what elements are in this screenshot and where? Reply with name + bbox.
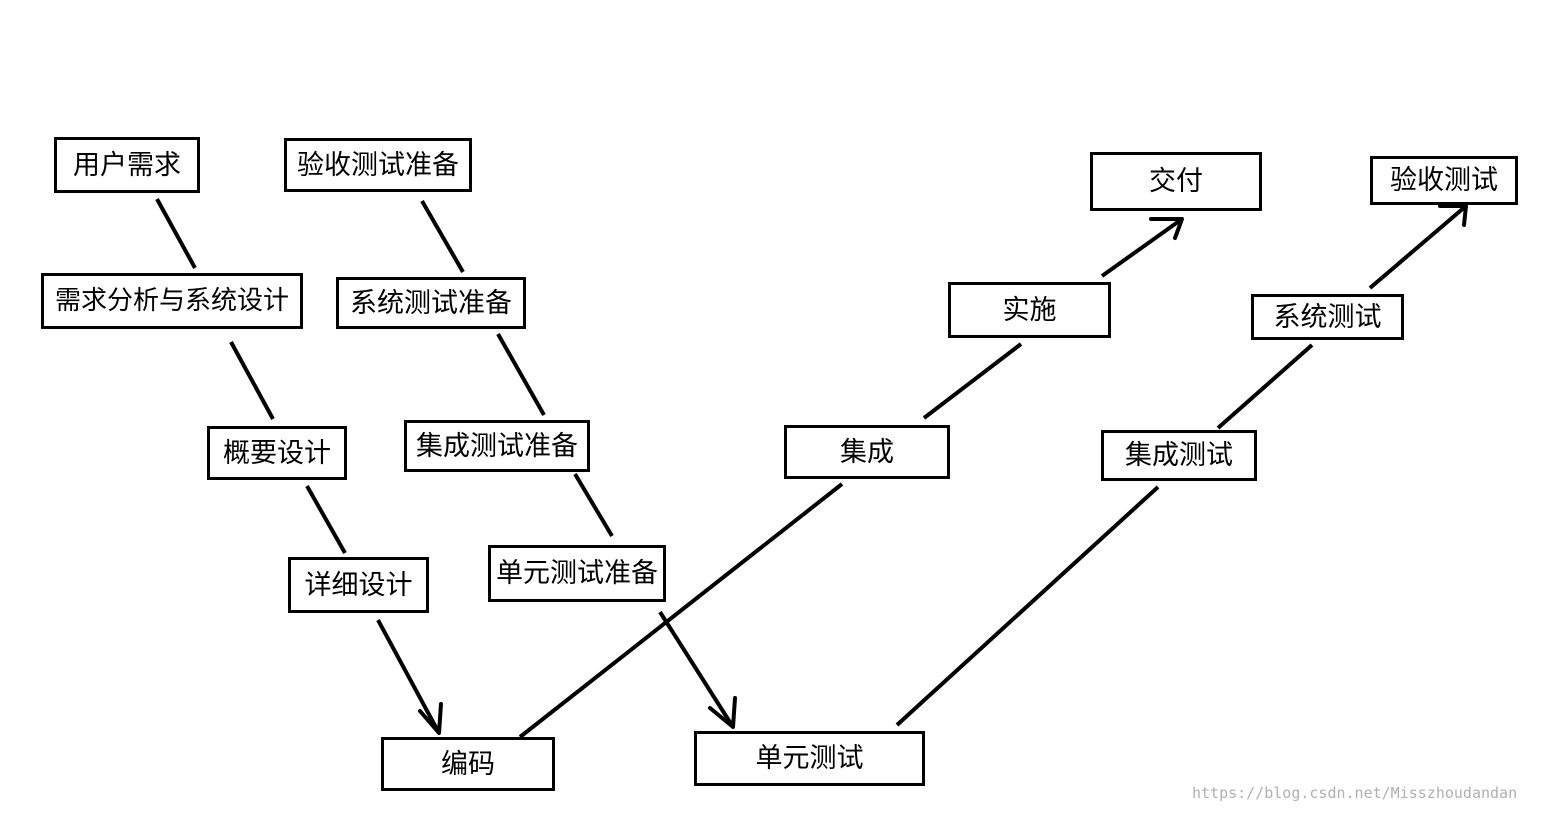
connector-int-test-to-sys-test [1216, 343, 1314, 430]
box-coding: 编码 [381, 737, 555, 791]
box-label: 验收测试 [1390, 165, 1498, 196]
box-label: 用户需求 [73, 149, 181, 181]
connector-unit-prep-to-unit-test [658, 610, 735, 729]
box-label: 概要设计 [223, 437, 331, 469]
box-user-requirements: 用户需求 [54, 137, 200, 193]
box-label: 系统测试准备 [350, 287, 512, 319]
box-label: 详细设计 [304, 569, 413, 601]
box-label: 集成测试 [1125, 440, 1233, 471]
connector-outline-to-detail [305, 485, 347, 554]
box-integration-test: 集成测试 [1101, 430, 1257, 481]
connector-detail-to-coding [376, 619, 441, 734]
arrow-head-acceptance-test [1438, 204, 1468, 227]
connector-unit-test-to-int-test [895, 485, 1160, 727]
watermark-url: https://blog.csdn.net/Misszhoudandan [1192, 784, 1518, 802]
box-detailed-design: 详细设计 [288, 557, 429, 613]
arrow-head-delivery [1149, 217, 1184, 240]
box-integration: 集成 [784, 425, 950, 479]
connector-accept-prep-to-sys-prep [420, 199, 465, 274]
box-implementation: 实施 [948, 282, 1111, 338]
connector-int-prep-to-unit-prep [573, 472, 614, 538]
box-label: 实施 [1002, 294, 1057, 326]
box-label: 集成 [840, 436, 894, 468]
box-system-test: 系统测试 [1251, 294, 1404, 340]
connector-sys-prep-to-int-prep [496, 333, 546, 416]
box-label: 交付 [1149, 166, 1203, 197]
box-unit-test: 单元测试 [694, 731, 925, 786]
connector-coding-to-integration [518, 482, 844, 739]
connector-sys-test-to-accept-test [1368, 204, 1468, 290]
box-label: 编码 [441, 748, 495, 780]
box-label: 需求分析与系统设计 [54, 286, 289, 316]
box-label: 系统测试 [1273, 301, 1382, 333]
box-label: 单元测试准备 [496, 558, 658, 589]
box-unit-test-prep: 单元测试准备 [488, 545, 666, 602]
box-delivery: 交付 [1090, 152, 1262, 211]
box-label: 验收测试准备 [297, 149, 459, 181]
connector-user-req-to-req-ana [155, 198, 197, 269]
connector-implementation-to-delivery [1100, 217, 1184, 278]
arrow-head-coding [418, 702, 443, 735]
box-system-test-prep: 系统测试准备 [336, 277, 526, 329]
box-label: 集成测试准备 [416, 430, 578, 462]
box-acceptance-test: 验收测试 [1370, 156, 1518, 205]
arrow-head-unit-test [708, 696, 737, 729]
box-label: 单元测试 [755, 743, 864, 774]
box-acceptance-test-prep: 验收测试准备 [284, 138, 472, 192]
box-requirement-analysis: 需求分析与系统设计 [41, 273, 303, 329]
box-outline-design: 概要设计 [207, 426, 347, 480]
box-integration-test-prep: 集成测试准备 [404, 420, 590, 472]
connector-req-ana-to-outline [229, 341, 275, 420]
connector-integration-to-implementation [922, 342, 1023, 420]
